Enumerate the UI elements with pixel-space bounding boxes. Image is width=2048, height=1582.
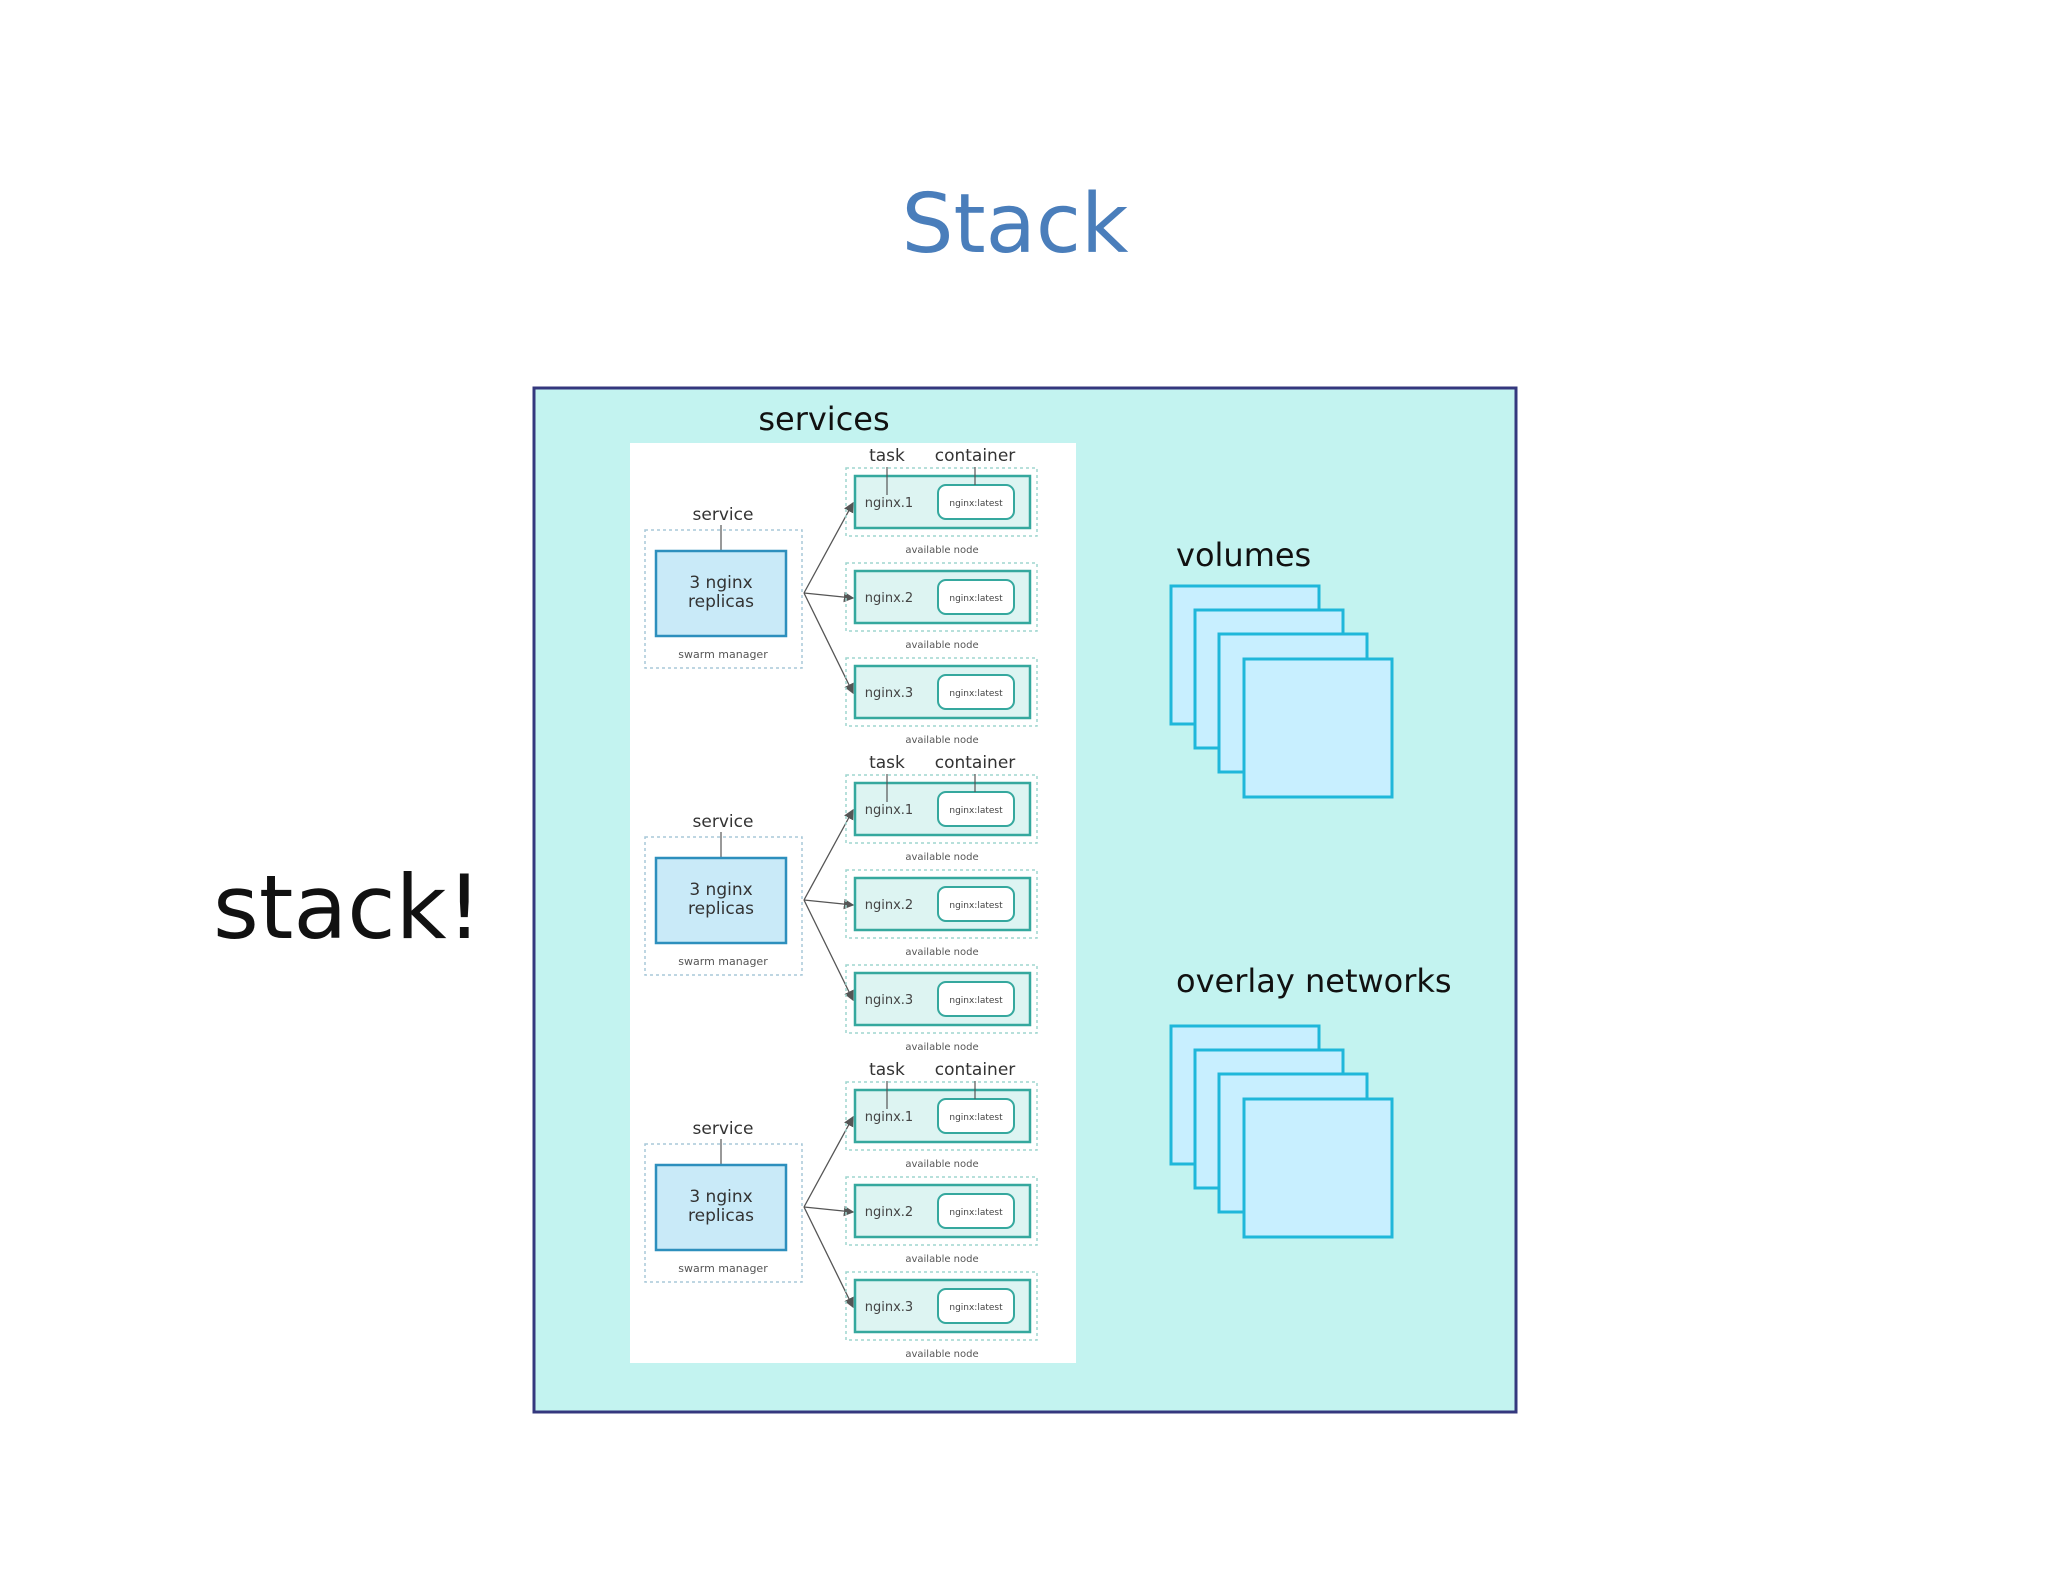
available-node-label: available node: [905, 1349, 978, 1360]
dispatch-arrow: [803, 1115, 854, 1208]
container-header-label: container: [935, 753, 1016, 773]
swarm-manager-label: swarm manager: [678, 955, 768, 968]
node-box: [845, 1081, 1038, 1151]
task-header-label: task: [869, 753, 905, 773]
container-pill: [937, 1288, 1015, 1324]
slide-title: Stack: [901, 177, 1129, 272]
overlay-networks-stack-icon: [1169, 1024, 1394, 1239]
container-pill: [937, 1098, 1015, 1134]
dispatch-arrow: [803, 899, 854, 1002]
available-node-label: available node: [905, 852, 978, 863]
stack-side-label: stack!: [213, 856, 482, 959]
available-node-label: available node: [905, 735, 978, 746]
overlay-networks-label: overlay networks: [1176, 962, 1452, 1000]
volumes-label: volumes: [1176, 536, 1311, 574]
dispatch-arrow: [803, 591, 855, 603]
container-pill: [937, 484, 1015, 520]
service-box: [654, 1163, 788, 1252]
service-label: service: [693, 505, 754, 525]
task-name: nginx.3: [865, 1300, 913, 1315]
node-box: [845, 774, 1038, 844]
container-image-label: nginx:latest: [949, 996, 1003, 1006]
available-node-label: available node: [905, 947, 978, 958]
dispatch-arrow: [803, 898, 855, 910]
node-box: [845, 467, 1038, 537]
service-label: service: [693, 812, 754, 832]
container-pill: [937, 791, 1015, 827]
container-pill: [937, 981, 1015, 1017]
task-header-label: task: [869, 1060, 905, 1080]
container-image-label: nginx:latest: [949, 1303, 1003, 1313]
service-box-line2: replicas: [688, 592, 754, 612]
task-name: nginx.1: [865, 496, 913, 511]
container-image-label: nginx:latest: [949, 901, 1003, 911]
node-box: [845, 964, 1038, 1034]
service-label: service: [693, 1119, 754, 1139]
services-label: services: [758, 400, 889, 438]
node-box: [845, 1271, 1038, 1341]
available-node-label: available node: [905, 1159, 978, 1170]
dispatch-arrow: [803, 501, 854, 594]
task-name: nginx.1: [865, 803, 913, 818]
swarm-manager-box: [644, 1143, 803, 1283]
available-node-label: available node: [905, 1042, 978, 1053]
swarm-manager-label: swarm manager: [678, 648, 768, 661]
container-header-label: container: [935, 446, 1016, 466]
container-image-label: nginx:latest: [949, 499, 1003, 509]
available-node-label: available node: [905, 640, 978, 651]
service-box-line2: replicas: [688, 1206, 754, 1226]
service-box: [654, 549, 788, 638]
task-name: nginx.2: [865, 1205, 913, 1220]
service-box-line1: 3 nginx: [689, 573, 752, 593]
container-header-label: container: [935, 1060, 1016, 1080]
node-box: [845, 1176, 1038, 1246]
task-name: nginx.3: [865, 686, 913, 701]
container-image-label: nginx:latest: [949, 1113, 1003, 1123]
dispatch-arrow: [803, 592, 854, 695]
volumes-stack-icon: [1169, 584, 1394, 799]
container-image-label: nginx:latest: [949, 806, 1003, 816]
container-pill: [937, 886, 1015, 922]
dispatch-arrow: [803, 808, 854, 901]
container-pill: [937, 674, 1015, 710]
swarm-manager-box: [644, 529, 803, 669]
task-name: nginx.2: [865, 898, 913, 913]
swarm-manager-label: swarm manager: [678, 1262, 768, 1275]
available-node-label: available node: [905, 1254, 978, 1265]
service-box-line2: replicas: [688, 899, 754, 919]
task-header-label: task: [869, 446, 905, 466]
container-image-label: nginx:latest: [949, 594, 1003, 604]
task-name: nginx.2: [865, 591, 913, 606]
container-pill: [937, 1193, 1015, 1229]
task-name: nginx.1: [865, 1110, 913, 1125]
dispatch-arrow: [803, 1205, 855, 1217]
container-pill: [937, 579, 1015, 615]
service-box-line1: 3 nginx: [689, 880, 752, 900]
service-box: [654, 856, 788, 945]
node-box: [845, 562, 1038, 632]
available-node-label: available node: [905, 545, 978, 556]
swarm-manager-box: [644, 836, 803, 976]
task-name: nginx.3: [865, 993, 913, 1008]
dispatch-arrow: [803, 1206, 854, 1309]
container-image-label: nginx:latest: [949, 1208, 1003, 1218]
node-box: [845, 869, 1038, 939]
node-box: [845, 657, 1038, 727]
service-box-line1: 3 nginx: [689, 1187, 752, 1207]
container-image-label: nginx:latest: [949, 689, 1003, 699]
